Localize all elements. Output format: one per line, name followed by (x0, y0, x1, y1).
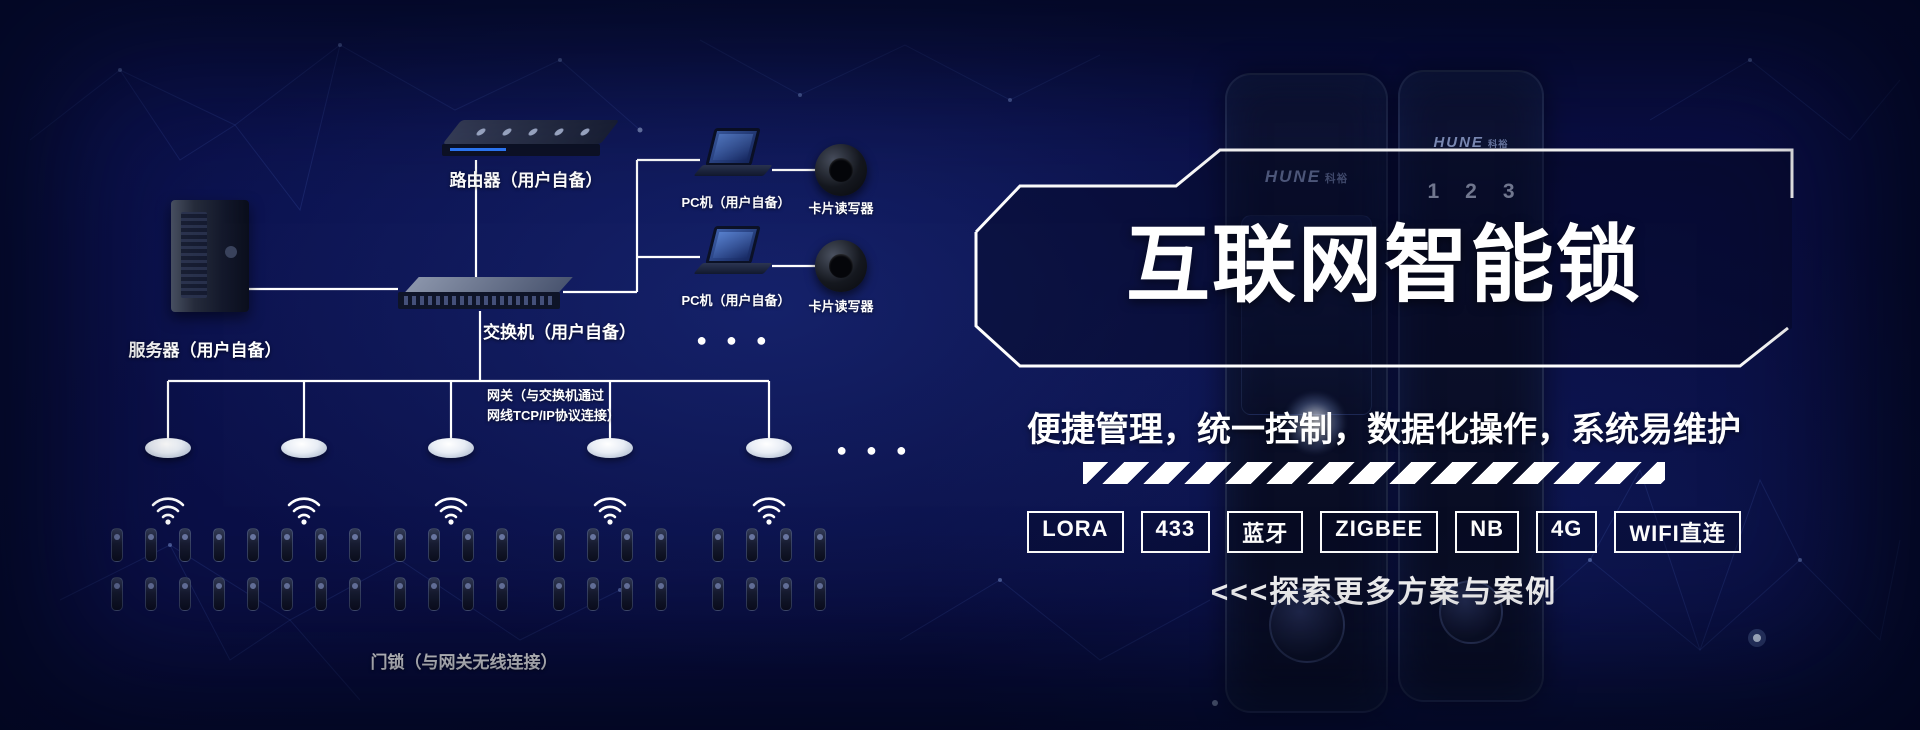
router-top-face (442, 120, 620, 144)
feature-tag-nb: NB (1455, 511, 1519, 553)
lock-knob (1439, 580, 1503, 644)
pc-base (693, 165, 773, 176)
glow-dot-3 (637, 127, 643, 133)
brand-name-cn: 科裕 (1487, 139, 1509, 149)
feature-tag-zigbee: ZIGBEE (1320, 511, 1439, 553)
gateway-dome-icon (281, 438, 327, 458)
gateway-dome-icon (746, 438, 792, 458)
gateway-dome-icon (145, 438, 191, 458)
door-locks-label: 门锁（与网关无线连接） (370, 653, 558, 672)
main-title: 互联网智能锁 (1125, 217, 1642, 312)
subtitle: 便捷管理，统一控制，数据化操作，系统易维护 (1027, 411, 1741, 449)
router-label: 路由器（用户自备） (449, 171, 603, 190)
gateway-dome-icon (587, 438, 633, 458)
pc-label: PC机（用户自备） (681, 293, 791, 308)
server-label: 服务器（用户自备） (128, 341, 282, 360)
lock-knob (1268, 587, 1345, 663)
pc-screen (705, 226, 761, 264)
pc-screen (705, 128, 761, 166)
pc-ellipsis: ● ● ● (696, 330, 774, 350)
brand-name: HUNE (1433, 134, 1484, 151)
gateway-dome-icon (428, 438, 474, 458)
gateway-note-line2: 网线TCP/IP协议连接） (487, 408, 620, 423)
stripe-divider (1083, 462, 1665, 484)
pc-label: PC机（用户自备） (681, 195, 791, 210)
switch-label: 交换机（用户自备） (483, 323, 636, 342)
explore-more-cta[interactable]: <<<探索更多方案与案例 (1210, 576, 1558, 609)
glow-dot (1753, 634, 1761, 642)
gateway-note: 网关（与交换机通过 网线TCP/IP协议连接） (487, 386, 620, 426)
card-reader-icon (815, 144, 867, 196)
feature-tags: LORA 433 蓝牙 ZIGBEE NB 4G WIFI直连 (976, 511, 1792, 553)
constellation-dots (118, 43, 1802, 592)
pc-icon (693, 128, 773, 184)
server-tower-icon (171, 200, 249, 312)
gateway-ellipsis: ● ● ● (836, 440, 914, 460)
feature-tag-4g: 4G (1535, 511, 1598, 553)
card-reader-icon (815, 240, 867, 292)
card-reader-label: 卡片读写器 (808, 299, 874, 314)
switch-top-face (405, 277, 573, 292)
switch-front-face (398, 292, 560, 309)
router-icon (440, 116, 620, 162)
pc-icon (693, 226, 773, 282)
pc-base (693, 263, 773, 274)
lock-keypad-glow (1283, 391, 1347, 455)
gateway-note-line1: 网关（与交换机通过 (487, 388, 605, 403)
feature-tag-bluetooth: 蓝牙 (1227, 511, 1304, 553)
feature-tag-433: 433 (1140, 511, 1211, 553)
router-front-face (442, 144, 600, 156)
feature-tag-lora: LORA (1027, 511, 1124, 553)
switch-icon (398, 277, 573, 311)
feature-tag-wifi: WIFI直连 (1614, 511, 1741, 553)
glow-dot-2 (1212, 700, 1218, 706)
card-reader-label: 卡片读写器 (808, 201, 874, 216)
